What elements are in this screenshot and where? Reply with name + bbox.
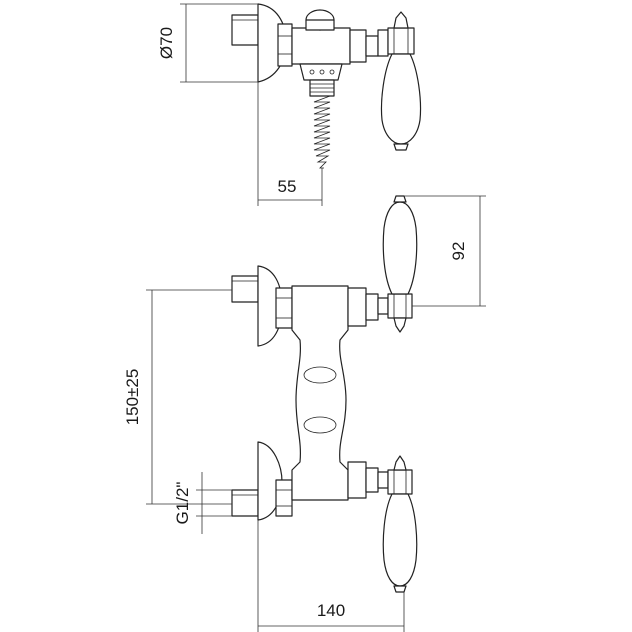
side-outlet bbox=[299, 63, 343, 81]
lower-hex-nut bbox=[275, 479, 293, 517]
side-mixer-body bbox=[291, 27, 351, 65]
upper-inlet-pipe bbox=[231, 275, 259, 303]
dim-center: 150±25 bbox=[123, 289, 232, 505]
side-hose bbox=[313, 95, 331, 169]
dim-thread: G1/2" bbox=[173, 472, 232, 534]
upper-valve-body bbox=[347, 287, 367, 327]
dim-rosette-label: Ø70 bbox=[157, 27, 176, 59]
side-valve-cap bbox=[349, 29, 367, 63]
upper-ceramic-lever bbox=[382, 201, 418, 295]
lower-ceramic-lever bbox=[382, 493, 418, 587]
dim-handle-label: 92 bbox=[449, 242, 468, 261]
side-lever-top bbox=[393, 11, 409, 29]
dim-width-label: 140 bbox=[317, 601, 345, 620]
dim-thread-label: G1/2" bbox=[173, 482, 192, 525]
lower-valve-body bbox=[347, 461, 367, 499]
dim-center-label: 150±25 bbox=[123, 369, 142, 426]
upper-handle-stem bbox=[377, 297, 389, 315]
upper-hex-nut bbox=[275, 287, 293, 329]
dim-rosette: Ø70 bbox=[157, 3, 258, 83]
side-hex-nut bbox=[277, 23, 293, 67]
lower-inlet-pipe bbox=[231, 489, 259, 517]
dim-depth: 55 bbox=[257, 82, 323, 206]
lower-handle-collar bbox=[387, 469, 413, 495]
dim-depth-label: 55 bbox=[278, 177, 297, 196]
lower-handle-stem bbox=[377, 471, 389, 489]
dim-width: 140 bbox=[257, 520, 405, 632]
dim-handle: 92 bbox=[404, 195, 486, 307]
mixer-body bbox=[291, 285, 349, 501]
side-ceramic-lever bbox=[380, 53, 422, 145]
front-view bbox=[231, 195, 418, 593]
upper-handle-collar bbox=[387, 293, 413, 319]
side-handle-collar bbox=[387, 27, 415, 55]
side-view bbox=[231, 3, 422, 169]
side-handle-stem bbox=[377, 29, 389, 57]
side-inlet-pipe bbox=[231, 14, 259, 46]
